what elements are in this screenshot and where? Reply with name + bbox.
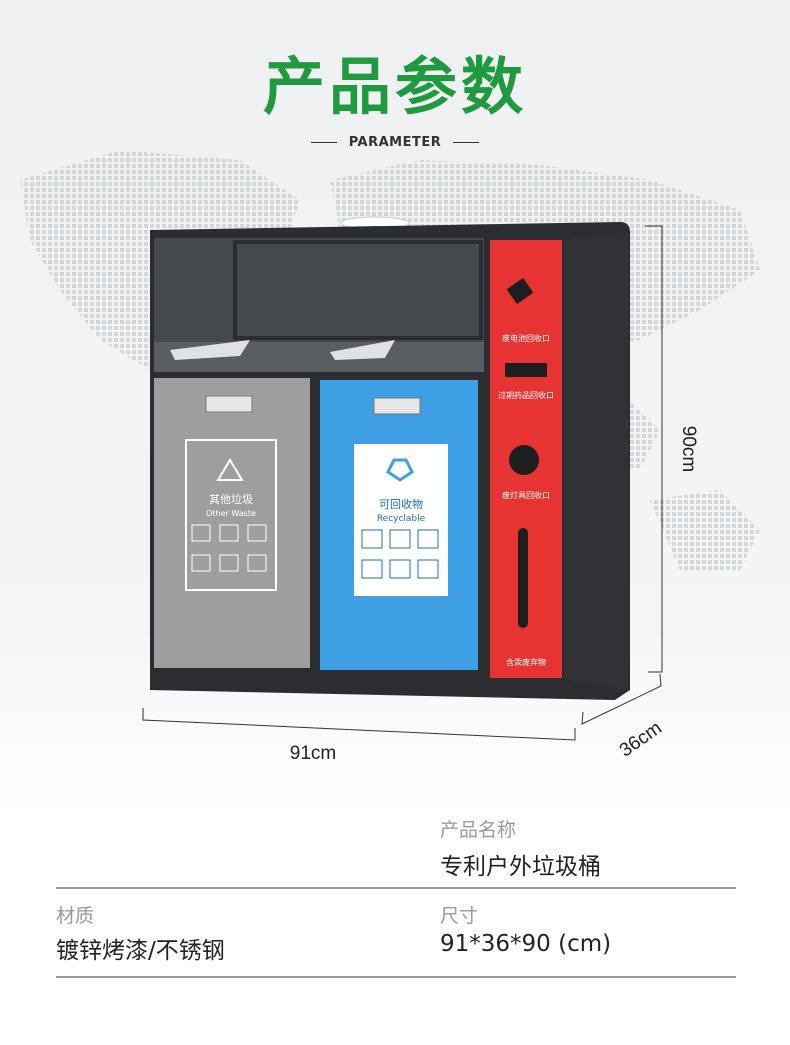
divider-2 — [56, 976, 736, 978]
other-waste-label-cn: 其他垃圾 — [209, 492, 253, 506]
lamp-slot-label: 废灯具回收口 — [502, 490, 550, 500]
medicine-slot — [505, 363, 547, 377]
size-label: 尺寸 — [440, 905, 479, 927]
subtitle-row: PARAMETER — [0, 132, 790, 152]
recycle-icon — [386, 458, 414, 482]
dimension-lines — [142, 225, 663, 741]
subtitle: PARAMETER — [348, 134, 442, 150]
divider-right — [453, 141, 480, 143]
other-waste-pictograms — [191, 524, 267, 572]
battery-slot-label: 废电池回收口 — [502, 333, 550, 343]
gray-door-handle — [205, 395, 253, 413]
blue-door-label — [354, 444, 448, 596]
lid-right-slot — [330, 340, 395, 360]
gray-door-label — [185, 439, 277, 591]
open-rack — [154, 238, 484, 342]
rack-window — [233, 240, 483, 340]
other-waste-icon — [216, 458, 244, 481]
dimension-width: 91cm — [290, 743, 336, 764]
bin-side — [565, 232, 628, 690]
specs-section: 产品名称 专利户外垃圾桶 材质 镀锌烤漆/不锈钢 尺寸 91*36*90 (cm… — [0, 805, 790, 1045]
dimension-height: 90cm — [678, 426, 699, 472]
material-value: 镀锌烤漆/不锈钢 — [56, 938, 225, 964]
battery-slot-icon — [506, 277, 534, 305]
dimension-depth: 36cm — [616, 718, 666, 762]
size-value: 91*36*90 (cm) — [440, 931, 612, 957]
lamp-slot — [509, 445, 539, 475]
product-name-label: 产品名称 — [440, 819, 517, 841]
page-title: 产品参数 — [262, 50, 527, 123]
recyclable-label-en: Recyclable — [377, 514, 426, 524]
divider-left — [310, 141, 337, 143]
gray-door — [154, 378, 310, 668]
product-illustration: 其他垃圾 Other Waste 可回收物 Recyclable — [142, 216, 699, 764]
medicine-slot-label: 过期药品回收口 — [498, 390, 554, 400]
lid-left-slot — [170, 340, 250, 360]
material-label: 材质 — [56, 905, 95, 927]
blue-door-handle — [373, 397, 421, 415]
hazard-slot-label: 含汞废弃物 — [506, 657, 546, 667]
divider-1 — [56, 887, 736, 889]
recyclable-label-cn: 可回收物 — [379, 497, 423, 511]
other-waste-label-en: Other Waste — [206, 509, 256, 518]
hazard-slot — [518, 528, 528, 628]
product-name-value: 专利户外垃圾桶 — [440, 854, 601, 880]
recyclable-pictograms — [361, 529, 439, 579]
